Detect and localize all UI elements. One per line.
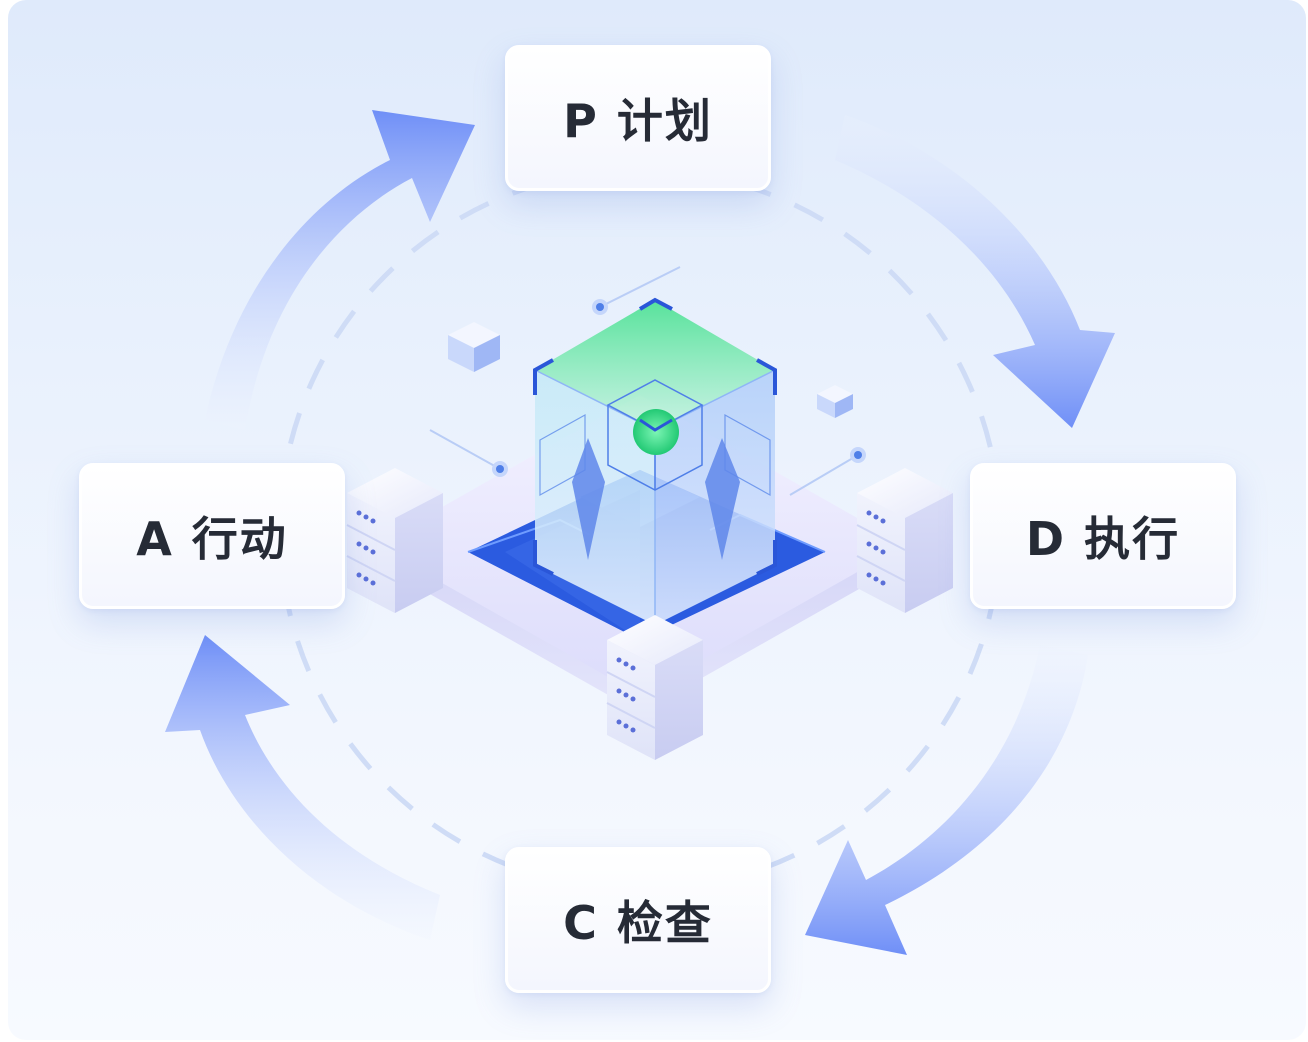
floating-cube-icon (817, 385, 853, 418)
stage-card-do: D 执行 (970, 463, 1236, 609)
cycle-arrow-icon (165, 635, 440, 940)
connector-dot-icon (592, 266, 681, 315)
floating-cube-icon (448, 322, 500, 372)
server-rack-icon (856, 468, 953, 613)
cycle-arrow-icon (805, 645, 1088, 955)
stage-label-act: A 行动 (136, 512, 288, 566)
stage-label-plan: P 计划 (563, 94, 713, 148)
stage-label-check: C 检查 (563, 896, 713, 950)
data-cube-icon (533, 297, 777, 625)
connector-dot-icon (429, 429, 508, 477)
stage-card-plan: P 计划 (505, 45, 771, 191)
stage-card-act: A 行动 (79, 463, 345, 609)
cycle-arrow-icon (835, 115, 1115, 428)
stage-card-check: C 检查 (505, 847, 771, 993)
cycle-arrow-icon (205, 110, 475, 430)
connector-dot-icon (789, 447, 866, 496)
server-rack-icon (606, 615, 703, 760)
server-rack-icon (346, 468, 443, 613)
stage-label-do: D 执行 (1025, 512, 1181, 566)
